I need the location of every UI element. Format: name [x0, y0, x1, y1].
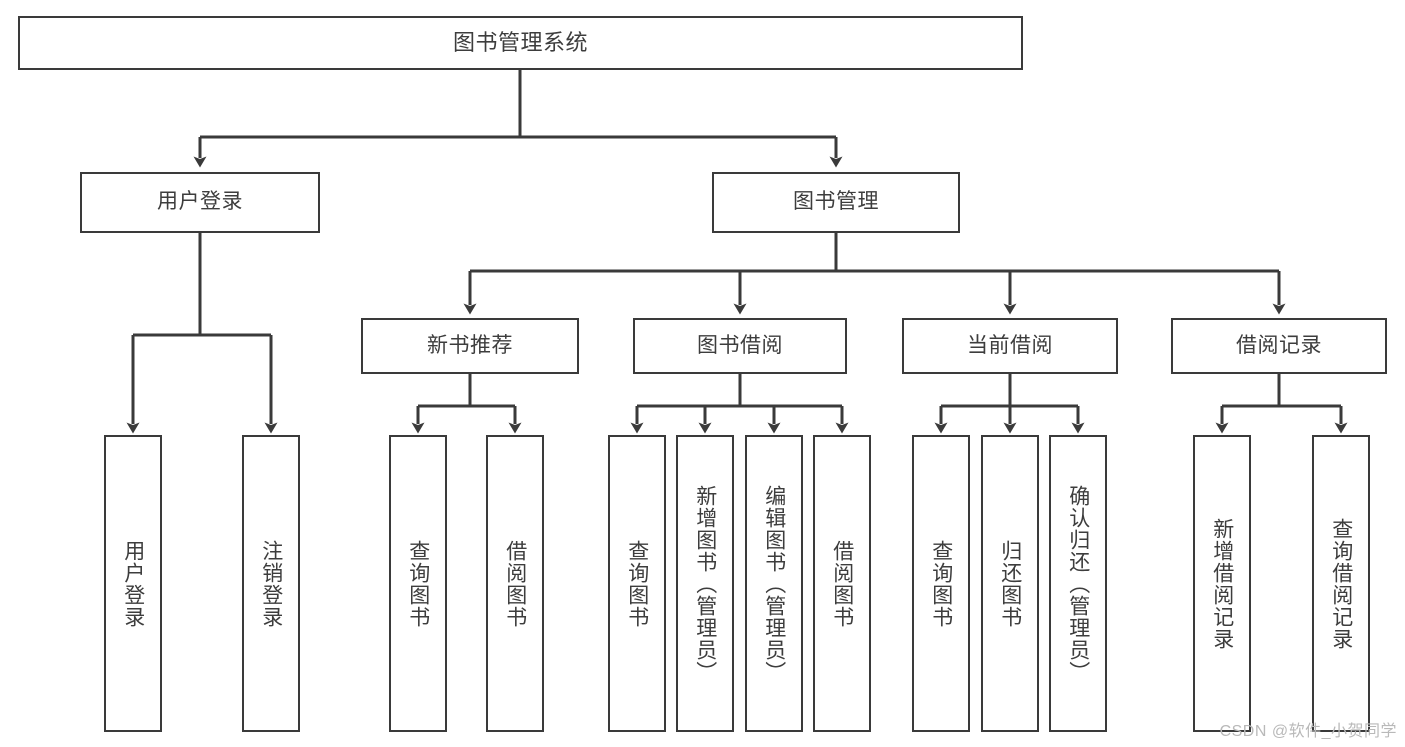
- node-leaf-user-login[interactable]: 用户登录: [104, 435, 162, 732]
- node-leaf-add-book[interactable]: 新增图书（管理员）: [676, 435, 734, 732]
- node-root-book-management-system[interactable]: 图书管理系统: [18, 16, 1023, 70]
- node-leaf-borrow-book-1[interactable]: 借阅图书: [486, 435, 544, 732]
- node-label: 图书管理: [793, 190, 879, 214]
- node-label: 用户登录: [157, 190, 243, 214]
- node-leaf-add-record[interactable]: 新增借阅记录: [1193, 435, 1251, 732]
- node-user-login[interactable]: 用户登录: [80, 172, 320, 233]
- node-label: 当前借阅: [967, 333, 1053, 357]
- node-book-manage[interactable]: 图书管理: [712, 172, 960, 233]
- node-leaf-return-book[interactable]: 归还图书: [981, 435, 1039, 732]
- node-label: 查询图书: [929, 539, 953, 628]
- node-label: 借阅图书: [503, 539, 527, 628]
- node-leaf-query-book-3[interactable]: 查询图书: [912, 435, 970, 732]
- node-label: 查询图书: [625, 539, 649, 628]
- node-leaf-confirm-return[interactable]: 确认归还（管理员）: [1049, 435, 1107, 732]
- node-label: 查询借阅记录: [1329, 517, 1353, 650]
- node-new-book-rec[interactable]: 新书推荐: [361, 318, 579, 374]
- node-leaf-logout[interactable]: 注销登录: [242, 435, 300, 732]
- node-book-borrow[interactable]: 图书借阅: [633, 318, 847, 374]
- node-label: 新增借阅记录: [1210, 517, 1234, 650]
- node-label: 图书管理系统: [452, 30, 588, 56]
- watermark-text: CSDN @软件_小贺同学: [1219, 723, 1397, 740]
- node-label: 新书推荐: [427, 333, 513, 357]
- node-label: 用户登录: [121, 539, 145, 628]
- node-label: 注销登录: [259, 539, 283, 628]
- node-label: 查询图书: [406, 539, 430, 628]
- node-label: 图书借阅: [697, 333, 783, 357]
- node-label: 确认归还（管理员）: [1066, 484, 1090, 683]
- node-borrow-record[interactable]: 借阅记录: [1171, 318, 1387, 374]
- node-label: 借阅图书: [830, 539, 854, 628]
- node-leaf-query-book-2[interactable]: 查询图书: [608, 435, 666, 732]
- node-label: 借阅记录: [1236, 333, 1322, 357]
- node-leaf-query-record[interactable]: 查询借阅记录: [1312, 435, 1370, 732]
- node-label: 编辑图书（管理员）: [762, 484, 786, 683]
- node-label: 新增图书（管理员）: [693, 484, 717, 683]
- node-leaf-query-book-1[interactable]: 查询图书: [389, 435, 447, 732]
- node-label: 归还图书: [998, 539, 1022, 628]
- node-current-borrow[interactable]: 当前借阅: [902, 318, 1118, 374]
- node-leaf-edit-book[interactable]: 编辑图书（管理员）: [745, 435, 803, 732]
- node-leaf-borrow-book-2[interactable]: 借阅图书: [813, 435, 871, 732]
